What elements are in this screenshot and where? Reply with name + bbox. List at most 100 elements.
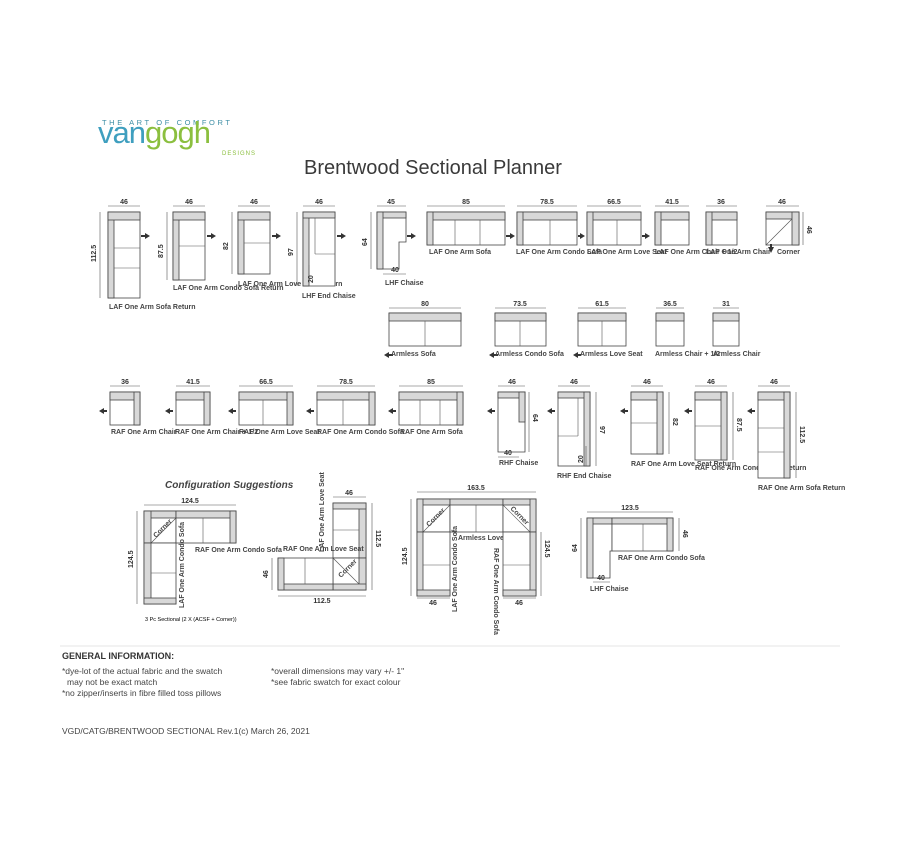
piece-raf-sofa-return: 46 112.5 RAF One Arm Sofa Return xyxy=(747,379,845,492)
svg-text:85: 85 xyxy=(462,199,470,206)
dim-width: 46 xyxy=(120,199,128,206)
piece-raf-condo-return: 46 87.5 RAF One Arm Condo Sofa Return xyxy=(684,379,806,472)
label: RAF One Arm Sofa xyxy=(400,429,463,436)
svg-text:RAF One Arm Condo Sofa: RAF One Arm Condo Sofa xyxy=(618,555,705,562)
svg-text:163.5: 163.5 xyxy=(467,485,485,492)
svg-text:36: 36 xyxy=(717,199,725,206)
svg-text:123.5: 123.5 xyxy=(621,505,639,512)
config-2: 46 112.5 LAF One Arm Love Seat Corner RA… xyxy=(263,471,381,605)
piece-lhf-end-chaise: 46 97 20 LHF End Chaise xyxy=(288,199,356,300)
note-1: *dye-lot of the actual fabric and the sw… xyxy=(62,666,223,676)
svg-text:20: 20 xyxy=(578,455,585,463)
svg-text:Armless Love Seat: Armless Love Seat xyxy=(458,535,521,542)
svg-text:82: 82 xyxy=(671,418,678,426)
piece-armless-chair-half: 36.5 Armless Chair + 1/2 xyxy=(655,301,720,358)
svg-text:64: 64 xyxy=(531,414,538,422)
svg-text:82: 82 xyxy=(223,242,230,250)
svg-text:40: 40 xyxy=(597,575,605,582)
svg-text:97: 97 xyxy=(598,426,605,434)
svg-text:64: 64 xyxy=(572,544,579,552)
svg-text:97: 97 xyxy=(288,248,295,256)
svg-text:20: 20 xyxy=(308,275,315,283)
label: RAF One Arm Sofa Return xyxy=(758,485,845,492)
piece-rhf-chaise: 46 64 40 RHF Chaise xyxy=(487,379,538,467)
label: LAF One Arm Chair + 1/2 xyxy=(655,249,738,256)
svg-text:78.5: 78.5 xyxy=(540,199,554,206)
piece-laf-condo: 78.5 LAF One Arm Condo Sofa xyxy=(516,199,602,256)
config-1: 124.5 124.5 Corner RAF One Arm Condo Sof… xyxy=(128,498,282,623)
svg-text:124.5: 124.5 xyxy=(128,550,135,568)
svg-text:124.5: 124.5 xyxy=(181,498,199,505)
piece-raf-condo: 78.5 RAF One Arm Condo Sofa xyxy=(306,379,404,436)
config-4: 123.5 64 46 RAF One Arm Condo Sofa 40 LH… xyxy=(572,505,705,593)
svg-text:40: 40 xyxy=(391,267,399,274)
svg-text:46: 46 xyxy=(185,199,193,206)
svg-text:85: 85 xyxy=(427,379,435,386)
svg-text:87.5: 87.5 xyxy=(158,244,165,258)
label: Corner xyxy=(777,249,800,256)
svg-text:46: 46 xyxy=(805,226,812,234)
svg-text:64: 64 xyxy=(362,238,369,246)
label: Armless Chair xyxy=(713,351,761,358)
svg-text:46: 46 xyxy=(570,379,578,386)
svg-text:LAF One Arm Condo Sofa: LAF One Arm Condo Sofa xyxy=(452,526,459,612)
label: LAF One Arm Sofa xyxy=(429,249,491,256)
svg-text:46: 46 xyxy=(508,379,516,386)
svg-text:46: 46 xyxy=(263,570,270,578)
svg-text:3 Pc Sectional (2 X (ACSF + Co: 3 Pc Sectional (2 X (ACSF + Corner)) xyxy=(145,617,237,623)
svg-text:46: 46 xyxy=(345,490,353,497)
label: LAF One Arm Love Seat Return xyxy=(238,281,342,288)
piece-laf-love: 66.5 LAF One Arm Love Seat xyxy=(586,199,668,256)
label: Armless Chair + 1/2 xyxy=(655,351,720,358)
note-2: *no zipper/inserts in fibre filled toss … xyxy=(62,688,222,698)
svg-text:36: 36 xyxy=(121,379,129,386)
svg-text:73.5: 73.5 xyxy=(513,301,527,308)
label: RAF One Arm Love Seat xyxy=(239,429,320,436)
label: LAF One Arm Love Seat xyxy=(587,249,668,256)
piece-laf-condo-return: 46 87.5 LAF One Arm Condo Sofa Return xyxy=(158,199,284,292)
piece-laf-chair: 36 LAF One Arm Chair xyxy=(705,199,771,256)
label: RAF One Arm Condo Sofa Return xyxy=(695,465,806,472)
label: LHF End Chaise xyxy=(302,293,356,300)
label: RHF Chaise xyxy=(499,460,538,467)
footer-notes-left: *dye-lot of the actual fabric and the sw… xyxy=(62,666,222,699)
svg-text:78.5: 78.5 xyxy=(339,379,353,386)
svg-text:LAF One Arm Condo Sofa: LAF One Arm Condo Sofa xyxy=(179,522,186,608)
config-3: 163.5 124.5 124.5 Corner Armless Love Se… xyxy=(402,485,550,635)
svg-text:46: 46 xyxy=(643,379,651,386)
dim-depth: 112.5 xyxy=(91,245,98,262)
piece-raf-sofa: 85 RAF One Arm Sofa xyxy=(388,379,464,436)
piece-raf-chair: 36 RAF One Arm Chair xyxy=(99,379,177,436)
svg-text:40: 40 xyxy=(504,450,512,457)
piece-lhf-chaise: 45 64 40 LHF Chaise xyxy=(362,199,424,287)
footer-heading: GENERAL INFORMATION: xyxy=(62,651,175,661)
svg-text:41.5: 41.5 xyxy=(665,199,679,206)
svg-text:66.5: 66.5 xyxy=(259,379,273,386)
piece-laf-chair-half: 41.5 LAF One Arm Chair + 1/2 xyxy=(654,199,738,256)
svg-text:124.5: 124.5 xyxy=(543,540,550,558)
svg-text:61.5: 61.5 xyxy=(595,301,609,308)
svg-text:112.5: 112.5 xyxy=(798,426,805,443)
svg-text:36.5: 36.5 xyxy=(663,301,677,308)
label: RAF One Arm Chair xyxy=(111,429,177,436)
label: RAF One Arm Chair + 1/2 xyxy=(175,429,258,436)
piece-laf-sofa-return: 46 112.5 LAF One Arm Sofa Return xyxy=(91,199,195,311)
label: Armless Condo Sofa xyxy=(495,351,564,358)
svg-text:LHF Chaise: LHF Chaise xyxy=(590,586,629,593)
piece-laf-love-return: 46 82 LAF One Arm Love Seat Return xyxy=(223,199,342,288)
label: LAF One Arm Condo Sofa xyxy=(516,249,602,256)
piece-laf-sofa: 85 LAF One Arm Sofa xyxy=(426,199,515,256)
svg-text:46: 46 xyxy=(707,379,715,386)
piece-raf-love: 66.5 RAF One Arm Love Seat xyxy=(228,379,320,436)
config-title: Configuration Suggestions xyxy=(165,480,294,491)
piece-raf-chair-half: 41.5 RAF One Arm Chair + 1/2 xyxy=(165,379,258,436)
svg-text:46: 46 xyxy=(429,600,437,607)
logo-designs: DESIGNS xyxy=(222,151,257,157)
logo-gogh: gogh xyxy=(144,115,211,150)
footer-notes-right: *overall dimensions may vary +/- 1" *see… xyxy=(271,666,404,688)
piece-armless-chair: 31 Armless Chair xyxy=(712,301,761,358)
svg-text:RAF One Arm Condo Sofa: RAF One Arm Condo Sofa xyxy=(492,548,499,635)
logo-van: van xyxy=(98,115,146,150)
svg-text:87.5: 87.5 xyxy=(735,418,742,432)
note-4: *see fabric swatch for exact colour xyxy=(271,677,401,687)
